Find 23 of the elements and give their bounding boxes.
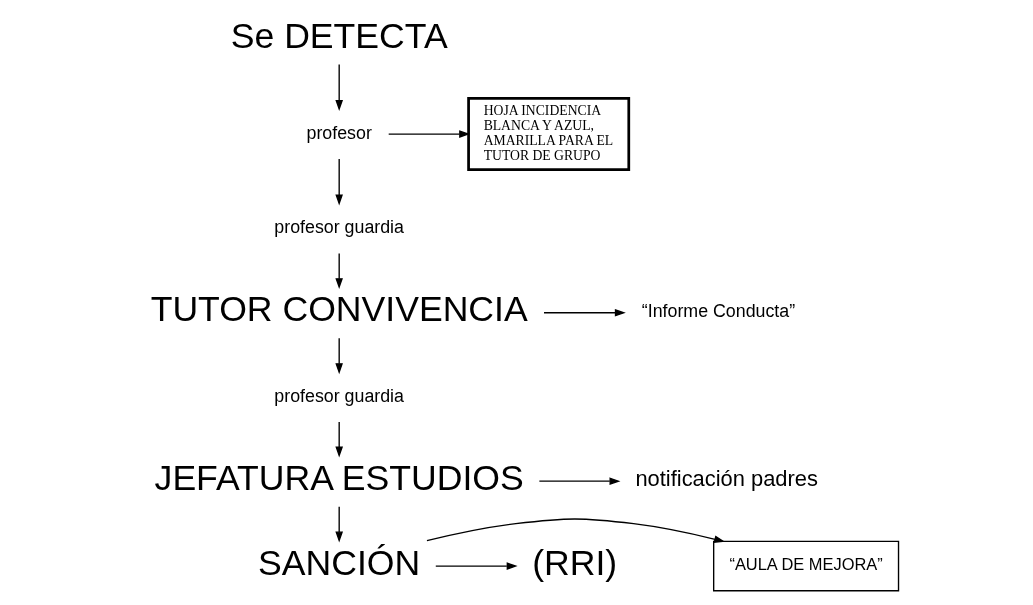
node-text: profesor guardia	[274, 217, 404, 238]
arrow	[335, 252, 344, 290]
node-text: notificación padres	[635, 466, 818, 492]
node-text: Se DETECTA	[230, 15, 448, 56]
arrow	[335, 63, 344, 111]
arrow	[335, 337, 344, 375]
arrow	[335, 421, 344, 458]
arrow	[335, 506, 344, 543]
node-text: SANCIÓN	[258, 542, 421, 583]
arrow	[538, 477, 621, 486]
node-text: TUTOR CONVIVENCIA	[150, 289, 528, 330]
node-text: profesor guardia	[274, 385, 404, 406]
arrow	[435, 562, 518, 570]
arrow	[388, 130, 471, 138]
node-box: HOJA INCIDENCIA BLANCA Y AZUL, AMARILLA PARA EL TUTOR DE GRUPO	[467, 97, 631, 172]
node-text: “Informe Conducta”	[641, 301, 796, 322]
arrow	[543, 308, 626, 317]
node-text: profesor	[306, 122, 372, 143]
arrow	[426, 518, 726, 543]
node-text: JEFATURA ESTUDIOS	[154, 457, 524, 498]
arrow	[335, 158, 344, 206]
node-text: (RRI)	[532, 542, 618, 583]
node-box: “AULA DE MEJORA”	[713, 540, 900, 592]
